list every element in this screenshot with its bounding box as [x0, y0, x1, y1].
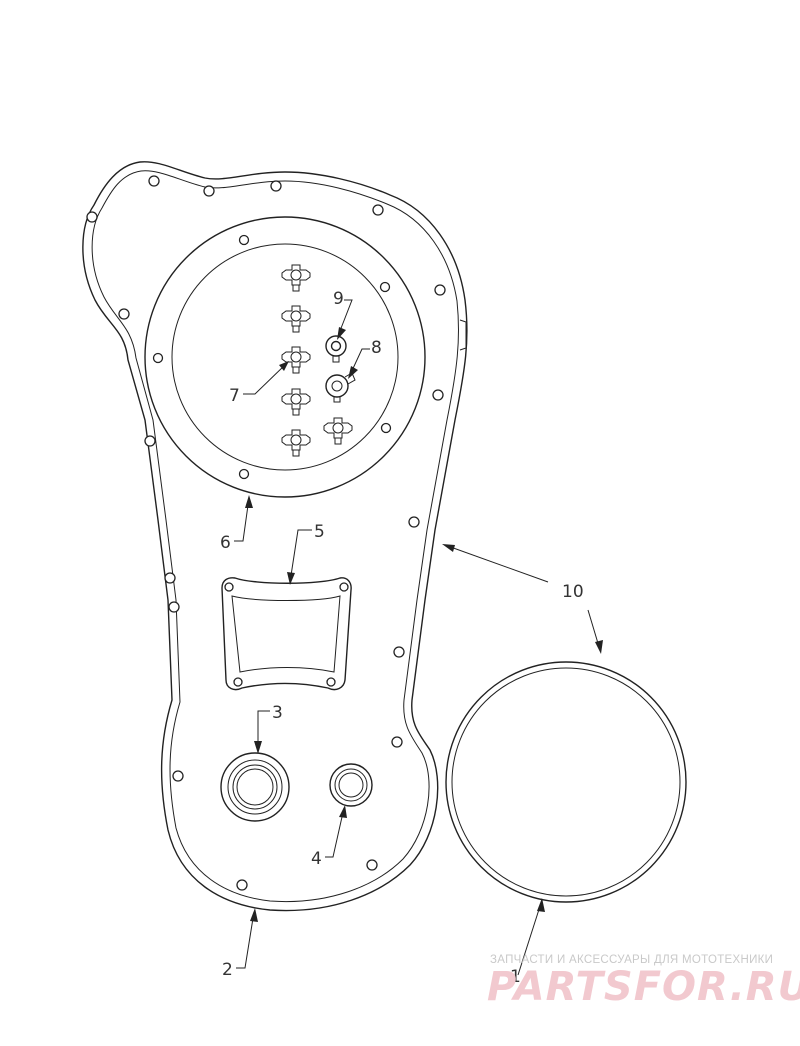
- callout-7: 7: [229, 386, 240, 406]
- screw: [281, 264, 311, 292]
- leader-line-9: [337, 299, 353, 337]
- seal-large: [220, 752, 290, 822]
- callout-1: 1: [510, 967, 521, 987]
- bolt-hole: [432, 389, 444, 401]
- bolt-hole: [203, 185, 215, 197]
- bolt-hole: [434, 284, 446, 296]
- bolt-hole: [168, 601, 180, 613]
- bolt-hole: [172, 770, 184, 782]
- callout-3: 3: [272, 703, 283, 723]
- arrowhead-2: [250, 908, 258, 922]
- bolt-hole: [164, 572, 176, 584]
- arrowhead-5: [287, 572, 295, 585]
- screw: [281, 388, 311, 416]
- bolt-hole: [372, 204, 384, 216]
- leader-line-1: [517, 899, 543, 976]
- callout-4: 4: [311, 849, 322, 869]
- arrowhead-6: [245, 495, 253, 508]
- leader-line-4: [325, 807, 345, 858]
- bolt-hole: [339, 582, 349, 592]
- screw: [281, 305, 311, 333]
- callout-2: 2: [222, 960, 233, 980]
- gasket-bolt-holes: [86, 175, 467, 891]
- callout-6: 6: [220, 533, 231, 553]
- arrowhead-1: [537, 898, 545, 912]
- leader-line-10a: [444, 544, 549, 583]
- watermark-tagline: ЗАПЧАСТИ И АКСЕССУАРЫ ДЛЯ МОТОТЕХНИКИ: [490, 954, 773, 966]
- callout-5: 5: [314, 522, 325, 542]
- arrowhead-10b: [595, 640, 603, 654]
- bolt-hole: [86, 211, 98, 223]
- derby-cover-screws: [281, 264, 353, 457]
- bolt-hole: [224, 582, 234, 592]
- retainer: [325, 372, 356, 403]
- bolt-hole: [366, 859, 378, 871]
- seal-small: [329, 763, 373, 807]
- bolt-hole: [236, 879, 248, 891]
- leader-line-5: [289, 529, 312, 583]
- arrowhead-4: [339, 805, 347, 818]
- bolt-hole: [379, 281, 391, 293]
- callout-8: 8: [371, 338, 382, 358]
- leader-line-7: [243, 363, 287, 395]
- arrowhead-8: [348, 366, 358, 379]
- bolt-hole: [238, 468, 250, 480]
- bolt-hole: [144, 435, 156, 447]
- arrowhead-7: [279, 361, 289, 371]
- bolt-hole: [270, 180, 282, 192]
- leader-line-8: [349, 348, 370, 376]
- o-ring: [445, 661, 687, 903]
- screw: [281, 429, 311, 457]
- callout-10: 10: [562, 582, 584, 602]
- bolt-hole: [391, 736, 403, 748]
- derby-cover-gasket: [144, 216, 426, 498]
- arrowhead-9: [337, 327, 346, 340]
- bolt-hole: [233, 677, 243, 687]
- callout-labels: 1 2 3 4 5 6 7 8 9 10: [220, 289, 584, 987]
- leader-lines: [234, 299, 603, 976]
- watermark: ЗАПЧАСТИ И АКСЕССУАРЫ ДЛЯ МОТОТЕХНИКИ PA…: [487, 954, 800, 1010]
- washer: [325, 335, 347, 363]
- leader-line-2: [236, 911, 255, 969]
- bolt-hole: [408, 516, 420, 528]
- arrowhead-10a: [442, 544, 455, 552]
- bolt-hole: [380, 422, 392, 434]
- bolt-hole: [326, 677, 336, 687]
- bolt-hole: [152, 352, 164, 364]
- screw: [323, 417, 353, 445]
- bolt-hole: [118, 308, 130, 320]
- callout-9: 9: [333, 289, 344, 309]
- arrowhead-3: [254, 741, 262, 754]
- bolt-hole: [148, 175, 160, 187]
- primary-cover-gasket: [82, 161, 468, 912]
- watermark-brand: PARTSFOR.RU: [487, 964, 800, 1010]
- leader-line-6: [234, 497, 250, 542]
- screw: [281, 346, 311, 374]
- bolt-hole: [393, 646, 405, 658]
- inspection-cover-gasket: [221, 577, 352, 691]
- bolt-hole: [238, 234, 250, 246]
- leader-line-3: [257, 710, 270, 752]
